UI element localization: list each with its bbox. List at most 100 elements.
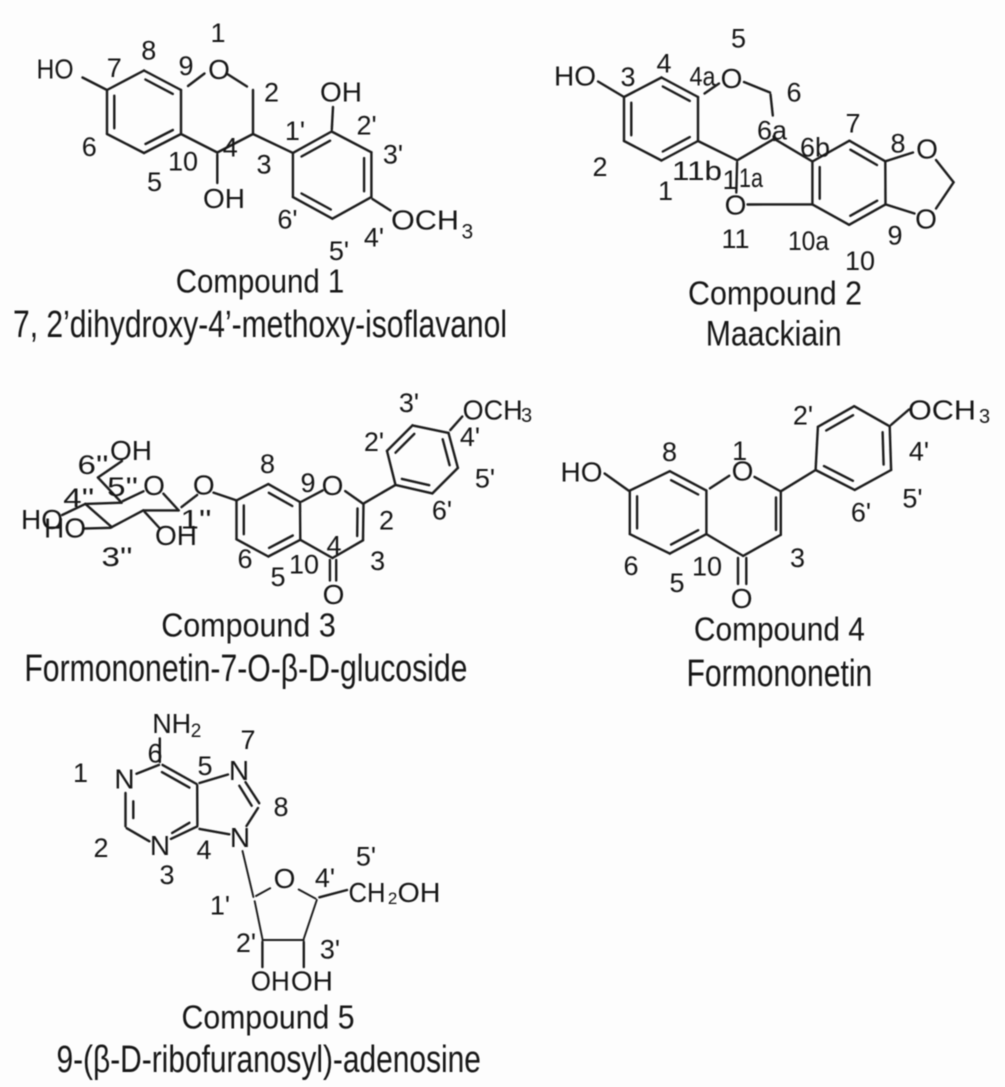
svg-text:3: 3 (159, 860, 174, 890)
svg-text:O: O (915, 204, 937, 235)
svg-text:2': 2' (364, 427, 384, 457)
svg-text:5'': 5'' (107, 472, 138, 502)
svg-text:O: O (732, 456, 754, 487)
svg-text:1: 1 (732, 436, 747, 466)
svg-text:O: O (208, 54, 230, 85)
svg-text:OH: OH (251, 966, 290, 997)
svg-text:HO: HO (21, 504, 63, 535)
svg-text:2: 2 (388, 889, 397, 908)
svg-text:8: 8 (890, 129, 905, 159)
svg-text:OH: OH (320, 77, 362, 108)
svg-text:5: 5 (147, 167, 162, 197)
svg-text:Compound 1: Compound 1 (176, 263, 345, 300)
svg-text:4'': 4'' (63, 483, 94, 513)
svg-text:2: 2 (93, 833, 108, 863)
svg-text:OH: OH (110, 435, 152, 466)
svg-text:N: N (229, 755, 249, 786)
svg-text:5: 5 (197, 751, 212, 781)
svg-text:6'': 6'' (78, 450, 109, 480)
svg-text:Compound 5: Compound 5 (182, 999, 355, 1036)
svg-text:10: 10 (692, 552, 722, 582)
svg-text:1: 1 (73, 758, 88, 788)
svg-text:1': 1' (210, 891, 230, 921)
svg-text:Formononetin-7-O-β-D-glucoside: Formononetin-7-O-β-D-glucoside (24, 648, 467, 690)
svg-text:HO: HO (561, 457, 603, 488)
svg-text:O: O (143, 470, 165, 501)
svg-text:Compound 4: Compound 4 (694, 611, 865, 648)
svg-text:6': 6' (851, 498, 871, 528)
svg-text:3: 3 (256, 150, 271, 180)
svg-text:11b: 11b (672, 156, 722, 186)
svg-text:3: 3 (521, 405, 532, 427)
svg-text:8: 8 (260, 449, 275, 479)
svg-text:5: 5 (669, 568, 684, 598)
svg-text:2: 2 (191, 721, 202, 742)
svg-text:3: 3 (979, 406, 990, 428)
svg-text:2': 2' (236, 928, 256, 958)
svg-text:O: O (274, 863, 296, 894)
svg-text:O: O (322, 470, 344, 501)
svg-text:6': 6' (432, 496, 452, 526)
svg-text:4a: 4a (690, 62, 717, 92)
svg-text:4: 4 (326, 531, 341, 561)
svg-text:5: 5 (731, 24, 746, 54)
svg-text:OH: OH (155, 520, 197, 551)
svg-text:8: 8 (273, 792, 288, 822)
svg-text:4: 4 (196, 835, 211, 865)
svg-text:10: 10 (168, 147, 198, 177)
svg-text:Maackiain: Maackiain (706, 314, 842, 353)
svg-text:10a: 10a (788, 226, 830, 256)
svg-text:3': 3' (320, 935, 340, 965)
svg-text:1': 1' (285, 116, 305, 146)
svg-text:6a: 6a (757, 116, 788, 146)
svg-text:OH: OH (291, 966, 333, 997)
svg-text:1: 1 (210, 18, 225, 48)
svg-text:5: 5 (270, 562, 285, 592)
svg-text:Formononetin: Formononetin (687, 653, 873, 695)
svg-text:3'': 3'' (102, 542, 133, 572)
svg-text:9: 9 (887, 221, 902, 251)
svg-text:OCH: OCH (463, 395, 523, 426)
svg-text:6: 6 (82, 132, 97, 162)
svg-text:8: 8 (662, 437, 677, 467)
svg-text:O: O (731, 583, 753, 614)
svg-text:OH: OH (203, 183, 245, 214)
svg-text:O: O (916, 134, 938, 165)
svg-text:7: 7 (107, 53, 122, 83)
svg-text:OCH: OCH (391, 205, 459, 236)
svg-text:3: 3 (370, 546, 385, 576)
svg-text:4': 4' (315, 863, 335, 893)
svg-text:4': 4' (364, 223, 384, 253)
svg-text:6': 6' (277, 205, 297, 235)
svg-text:5': 5' (475, 464, 495, 494)
svg-text:7, 2’dihydroxy-4’-methoxy-isof: 7, 2’dihydroxy-4’-methoxy-isoflavanol (13, 304, 507, 346)
svg-text:O: O (323, 579, 345, 610)
svg-text:5': 5' (902, 484, 922, 514)
svg-text:2: 2 (379, 506, 394, 536)
svg-text:O: O (193, 470, 215, 501)
svg-text:10: 10 (845, 246, 875, 276)
svg-text:9: 9 (178, 51, 193, 81)
svg-text:2: 2 (264, 78, 279, 108)
svg-text:10: 10 (289, 550, 319, 580)
svg-text:11: 11 (721, 224, 749, 254)
svg-text:HO: HO (37, 53, 74, 84)
svg-text:HO: HO (44, 512, 86, 543)
svg-text:2': 2' (793, 401, 813, 431)
svg-text:4: 4 (656, 49, 671, 79)
svg-text:OCH: OCH (908, 395, 976, 426)
svg-text:6: 6 (147, 739, 162, 769)
svg-text:3: 3 (620, 62, 635, 92)
svg-text:1a: 1a (739, 163, 764, 193)
svg-text:9-(β-D-ribofuranosyl)-adenosin: 9-(β-D-ribofuranosyl)-adenosine (56, 1039, 481, 1081)
svg-text:4': 4' (460, 422, 480, 452)
svg-text:NH: NH (152, 708, 191, 739)
svg-text:HO: HO (554, 61, 596, 92)
svg-text:6: 6 (623, 551, 638, 581)
svg-text:2': 2' (357, 111, 377, 141)
svg-text:6: 6 (786, 78, 801, 108)
svg-text:5': 5' (329, 236, 349, 266)
svg-text:3': 3' (399, 388, 419, 418)
svg-text:7: 7 (240, 725, 255, 755)
svg-text:CH: CH (349, 877, 386, 908)
